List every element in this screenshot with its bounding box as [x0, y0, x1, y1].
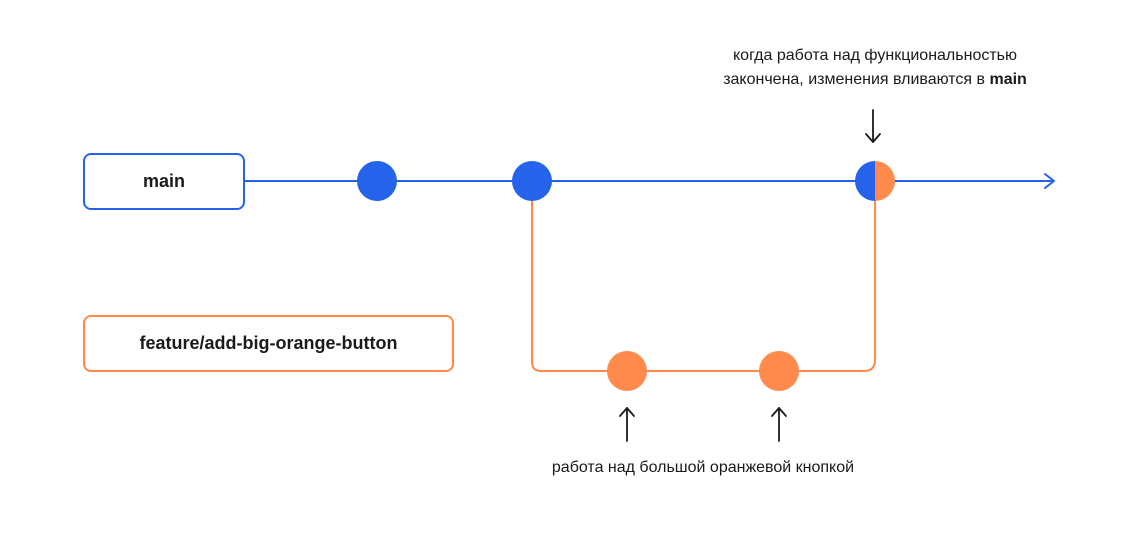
merge-annotation: когда работа над функциональностью закон…	[690, 44, 1060, 92]
main-branch-arrowhead	[1044, 173, 1055, 189]
down-arrow-icon	[865, 109, 881, 143]
up-arrow-icon	[619, 407, 635, 442]
merge-annotation-line1: когда работа над функциональностью	[732, 47, 1017, 64]
merge-annotation-branch: main	[989, 71, 1027, 88]
feature-commit-1	[607, 351, 647, 391]
feature-branch-label: feature/add-big-orange-button	[83, 315, 454, 372]
merge-commit	[855, 161, 895, 201]
main-commit-1	[357, 161, 397, 201]
up-arrow-icon	[771, 407, 787, 442]
merge-annotation-text: закончена, изменения вливаются в	[723, 71, 990, 88]
work-annotation: работа над большой оранжевой кнопкой	[551, 459, 855, 476]
merge-annotation-line2: закончена, изменения вливаются в main	[690, 68, 1060, 92]
main-branch-label: main	[83, 153, 245, 210]
feature-branch-line	[531, 200, 876, 372]
main-commit-branch-point	[512, 161, 552, 201]
feature-commit-2	[759, 351, 799, 391]
